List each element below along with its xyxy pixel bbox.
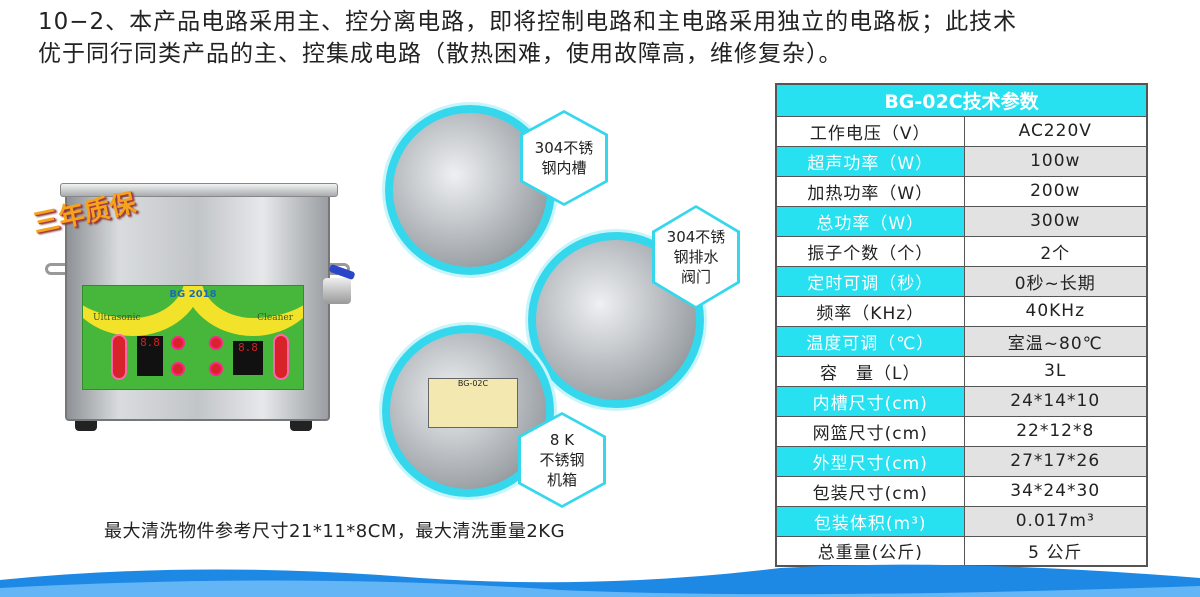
- power-button: [209, 362, 223, 376]
- timer-adjust-button: [111, 334, 127, 380]
- spec-value: 3L: [963, 355, 1148, 387]
- drain-valve: [323, 278, 351, 304]
- spec-row: 网篮尺寸(cm)22*12*8: [775, 415, 1148, 447]
- callout-inner-tank: 304不锈 钢内槽: [520, 110, 608, 206]
- spec-label: 温度可调（℃）: [775, 325, 965, 357]
- spec-value: 0.017m³: [963, 505, 1148, 537]
- spec-row: 总功率（W）300w: [775, 205, 1148, 237]
- spec-value: 40KHz: [963, 295, 1148, 327]
- spec-row: 加热功率（W）200w: [775, 175, 1148, 207]
- spec-table-title: BG-02C技术参数: [775, 83, 1148, 117]
- spec-value: 300w: [963, 205, 1148, 237]
- intro-text: 10−2、本产品电路采用主、控分离电路，即将控制电路和主电路采用独立的电路板；此…: [38, 6, 1017, 70]
- spec-value: 100w: [963, 145, 1148, 177]
- spec-row: 定时可调（秒）0秒~长期: [775, 265, 1148, 297]
- spec-row: 容 量（L）3L: [775, 355, 1148, 387]
- spec-row: 振子个数（个）2个: [775, 235, 1148, 267]
- spec-row: 内槽尺寸(cm)24*14*10: [775, 385, 1148, 417]
- spec-label: 包装尺寸(cm): [775, 475, 965, 507]
- spec-label: 频率（KHz）: [775, 295, 965, 327]
- pause-button: [171, 362, 185, 376]
- spec-label: 容 量（L）: [775, 355, 965, 387]
- temperature-adjust-button: [273, 334, 289, 380]
- spec-label: 内槽尺寸(cm): [775, 385, 965, 417]
- spec-label: 网篮尺寸(cm): [775, 415, 965, 447]
- spec-label: 振子个数（个）: [775, 235, 965, 267]
- spec-value: 0秒~长期: [963, 265, 1148, 297]
- spec-label: 总功率（W）: [775, 205, 965, 237]
- spec-row: 外型尺寸(cm)27*17*26: [775, 445, 1148, 477]
- foot: [290, 421, 312, 431]
- temperature-display: 8.8: [233, 341, 263, 375]
- intro-line-1: 10−2、本产品电路采用主、控分离电路，即将控制电路和主电路采用独立的电路板；此…: [38, 9, 1018, 35]
- timer-display: 8.8: [137, 336, 163, 376]
- decorative-wave: [0, 564, 1200, 597]
- spec-row: 温度可调（℃）室温~80℃: [775, 325, 1148, 357]
- heat-button: [209, 336, 223, 350]
- spec-value: 34*24*30: [963, 475, 1148, 507]
- cleaning-size-caption: 最大清洗物件参考尺寸21*11*8CM，最大清洗重量2KG: [104, 521, 566, 542]
- foot: [75, 421, 97, 431]
- spec-label: 包装体积(m³): [775, 505, 965, 537]
- spec-label: 加热功率（W）: [775, 175, 965, 207]
- panel-model: BG 2018: [169, 289, 217, 300]
- panel-brand-right: Cleaner: [257, 313, 293, 323]
- spec-value: 24*14*10: [963, 385, 1148, 417]
- spec-value: 27*17*26: [963, 445, 1148, 477]
- tank-rim: [60, 183, 338, 197]
- control-panel: BG 2018 Ultrasonic Cleaner 8.8 8.8: [82, 285, 304, 390]
- spec-value: AC220V: [963, 115, 1148, 147]
- spec-value: 室温~80℃: [963, 325, 1148, 357]
- spec-row: 频率（KHz）40KHz: [775, 295, 1148, 327]
- spec-label: 外型尺寸(cm): [775, 445, 965, 477]
- callout-drain-valve: 304不锈 钢排水 阀门: [652, 205, 740, 309]
- spec-row: 超声功率（W）100w: [775, 145, 1148, 177]
- spec-label: 定时可调（秒）: [775, 265, 965, 297]
- spec-label: 工作电压（V）: [775, 115, 965, 147]
- nameplate: BG-02C: [428, 378, 518, 428]
- spec-row: 工作电压（V）AC220V: [775, 115, 1148, 147]
- spec-row: 总重量(公斤)5 公斤: [775, 535, 1148, 567]
- spec-value: 200w: [963, 175, 1148, 207]
- intro-line-2: 优于同行同类产品的主、控集成电路（散热困难，使用故障高，维修复杂）。: [38, 41, 843, 67]
- callout-housing: 8 K 不锈钢 机箱: [518, 412, 606, 508]
- spec-row: 包装体积(m³)0.017m³: [775, 505, 1148, 537]
- spec-value: 2个: [963, 235, 1148, 267]
- ultrasonic-button: [171, 336, 185, 350]
- spec-label: 总重量(公斤): [775, 535, 965, 567]
- spec-row: 包装尺寸(cm)34*24*30: [775, 475, 1148, 507]
- panel-brand-left: Ultrasonic: [93, 313, 141, 323]
- spec-value: 22*12*8: [963, 415, 1148, 447]
- spec-label: 超声功率（W）: [775, 145, 965, 177]
- spec-value: 5 公斤: [963, 535, 1148, 567]
